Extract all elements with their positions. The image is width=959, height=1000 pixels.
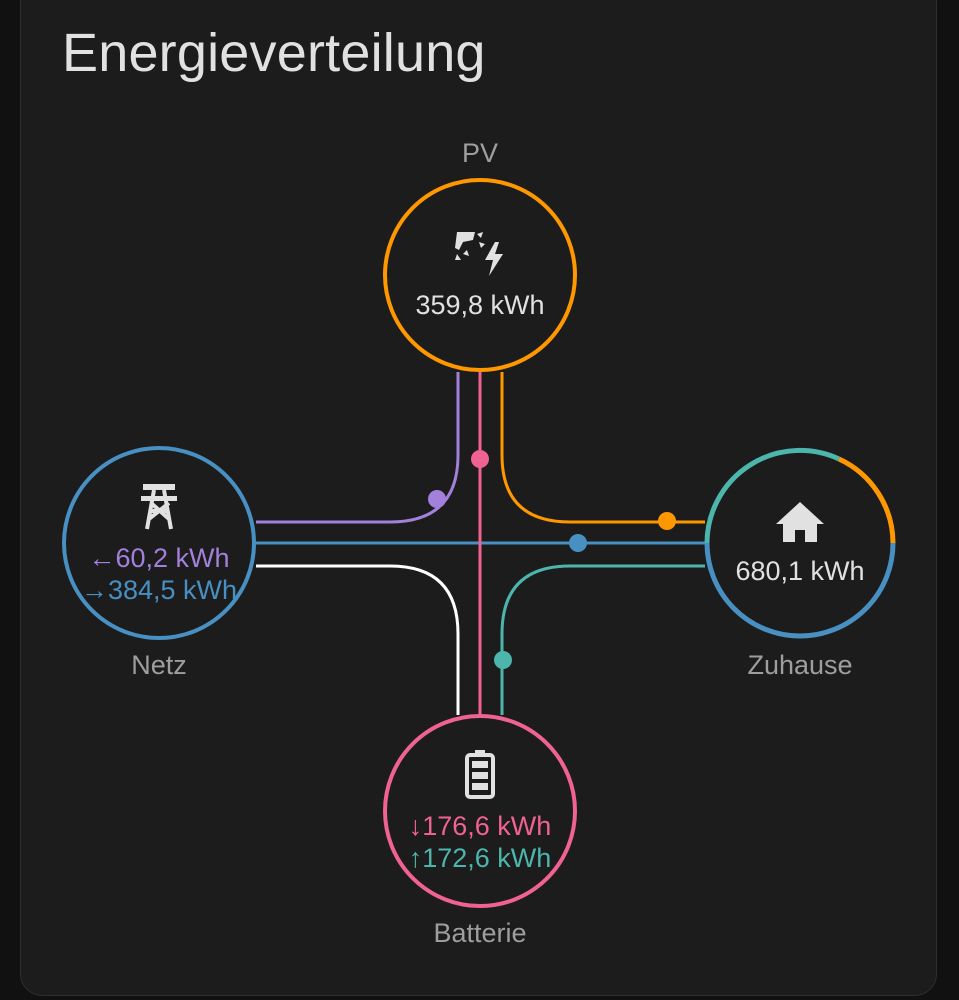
home-value: 680,1 kWh xyxy=(735,555,865,586)
flow-dot-solar-to-grid xyxy=(428,490,446,508)
battery-node[interactable]: ↓176,6 kWh ↑172,6 kWh xyxy=(383,714,577,908)
battery-charged-value: 176,6 kWh xyxy=(422,810,552,841)
home-icon xyxy=(774,500,826,549)
flow-dot-solar-to-home xyxy=(658,512,676,530)
arrow-down-icon: ↓ xyxy=(408,810,423,841)
solar-power-icon xyxy=(453,230,507,283)
solar-node[interactable]: 359,8 kWh xyxy=(383,178,577,372)
flow-dot-battery-to-home xyxy=(494,651,512,669)
flow-battery-to-home xyxy=(500,564,705,715)
home-ring-battery-segment xyxy=(704,447,841,544)
home-node[interactable]: 680,1 kWh xyxy=(707,450,893,636)
flow-dot-grid-to-home xyxy=(569,534,587,552)
grid-label: Netz xyxy=(131,650,187,680)
flow-grid-to-battery xyxy=(256,564,460,715)
home-ring-grid-segment xyxy=(704,542,896,639)
solar-label: PV xyxy=(461,138,499,168)
flow-dot-solar-to-battery xyxy=(471,450,489,468)
battery-label: Batterie xyxy=(433,918,527,948)
flow-solar-to-grid xyxy=(256,372,460,524)
arrow-left-icon: ← xyxy=(88,542,116,573)
grid-consumed-row: →384,5 kWh xyxy=(81,574,237,606)
grid-returned-value: 60,2 kWh xyxy=(115,542,230,573)
card-title: Energieverteilung xyxy=(62,23,486,83)
arrow-up-icon: ↑ xyxy=(408,842,423,873)
battery-discharged-row: ↑172,6 kWh xyxy=(409,842,552,874)
home-ring-solar-segment xyxy=(837,456,896,544)
solar-value: 359,8 kWh xyxy=(415,289,545,320)
grid-returned-row: ←60,2 kWh xyxy=(88,542,229,574)
arrow-right-icon: → xyxy=(80,574,108,605)
battery-charged-row: ↓176,6 kWh xyxy=(409,810,552,842)
battery-discharged-value: 172,6 kWh xyxy=(422,842,552,873)
grid-consumed-value: 384,5 kWh xyxy=(107,574,238,605)
transmission-tower-icon xyxy=(139,481,179,536)
home-label: Zuhause xyxy=(747,650,853,680)
home-ring-base xyxy=(707,450,893,636)
flow-solar-to-home xyxy=(500,372,705,524)
grid-node[interactable]: ←60,2 kWh →384,5 kWh xyxy=(62,446,256,640)
battery-icon xyxy=(464,749,496,804)
